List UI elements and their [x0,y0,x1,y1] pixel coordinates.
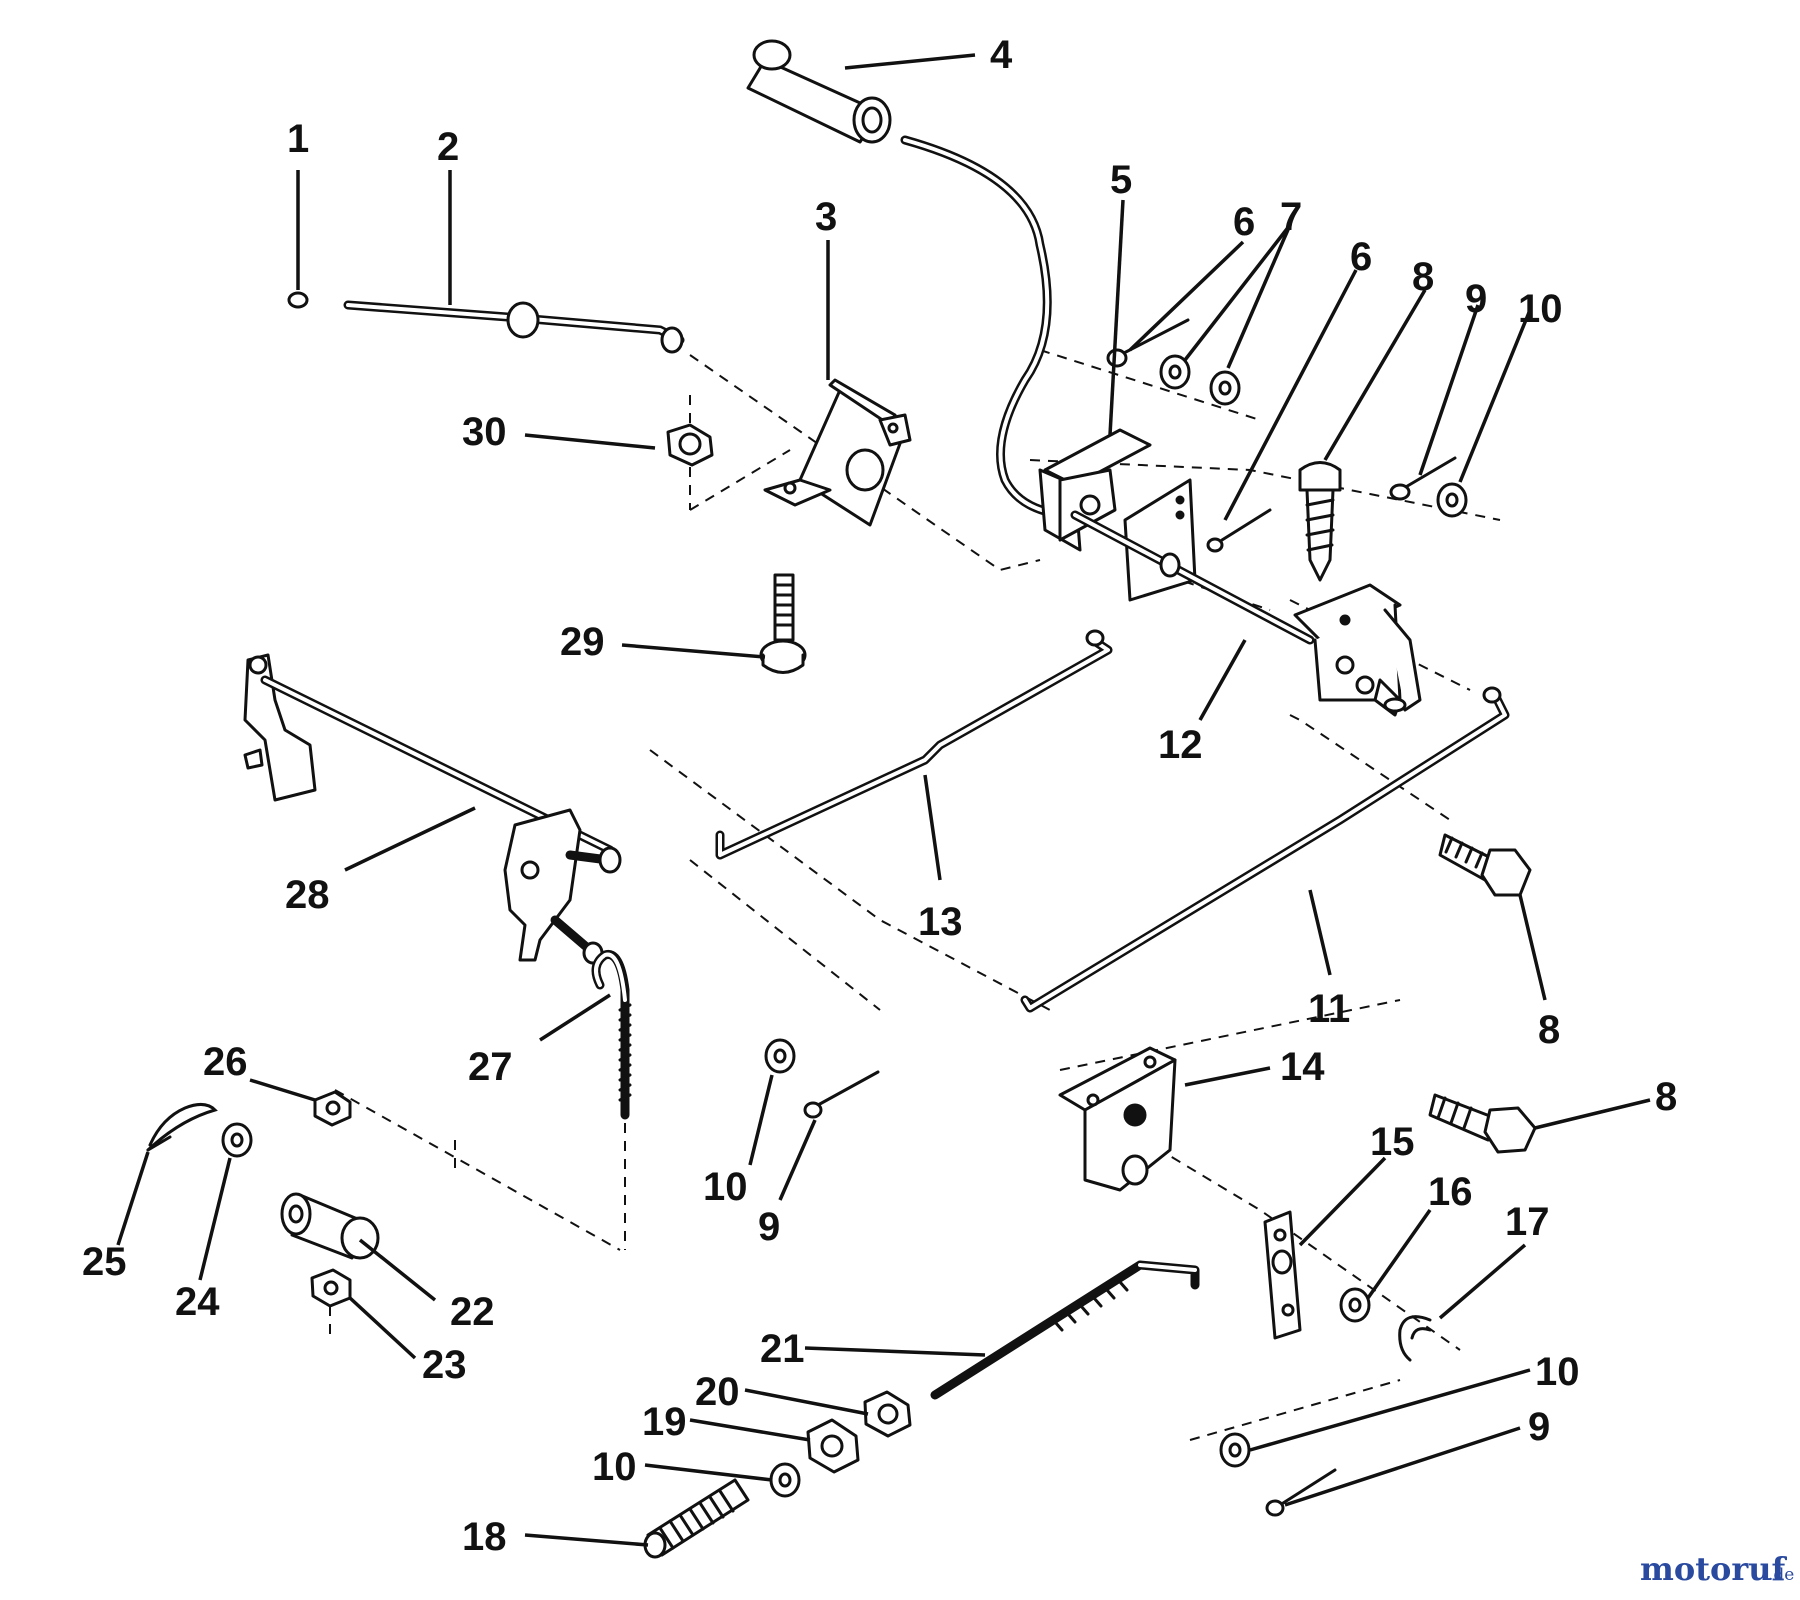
callout-8: 8 [1538,1008,1560,1052]
nuts-19-20 [769,1390,912,1498]
threaded-rod-21 [930,1260,1200,1400]
callout-20: 20 [695,1370,740,1414]
callout-13: 13 [918,900,963,944]
callout-18: 18 [462,1515,507,1559]
control-rod [343,300,685,354]
callout-28: 28 [285,873,330,917]
bolt-8-middle [1438,833,1532,897]
callout-12: 12 [1158,723,1203,767]
callout-9: 9 [1465,277,1487,321]
bolt-8-top [1298,461,1342,582]
link-rod-11 [1020,686,1510,1013]
callout-7: 7 [1280,195,1302,239]
watermark: motoruf .de [1640,1550,1794,1588]
washer-pins-bottom [1219,1432,1337,1517]
clip-part-1 [287,291,309,309]
callout-29: 29 [560,620,605,664]
callout-19: 19 [642,1400,687,1444]
callout-10: 10 [592,1445,637,1489]
plate-15 [1263,1210,1302,1340]
callout-10: 10 [1518,287,1563,331]
callout-22: 22 [450,1290,495,1334]
callout-8: 8 [1655,1075,1677,1119]
bolt-8-lower [1428,1093,1537,1154]
callout-6: 6 [1350,235,1372,279]
callout-4: 4 [990,33,1013,77]
callout-14: 14 [1280,1045,1325,1089]
lift-handle-rod [900,135,1070,520]
callout-16: 16 [1428,1170,1473,1214]
hook-rod [591,950,632,1120]
callout-26: 26 [203,1040,248,1084]
watermark-suffix: .de [1768,1565,1794,1585]
callout-17: 17 [1505,1200,1550,1244]
hex-nut [666,423,714,467]
callout-23: 23 [422,1343,467,1387]
callout-2: 2 [437,125,459,169]
shoulder-bolt [759,573,807,674]
callout-10: 10 [1535,1350,1580,1394]
lift-shaft-assembly [1038,428,1422,717]
callout-8: 8 [1412,255,1434,299]
callout-24: 24 [175,1280,220,1324]
callout-6: 6 [1233,200,1255,244]
cross-shaft [243,653,622,965]
callout-21: 21 [760,1327,805,1371]
callout-3: 3 [815,195,837,239]
washer-pins-top [1106,318,1468,553]
handle-grip [746,39,892,144]
callout-1: 1 [287,117,309,161]
leader-lines [116,53,1651,1547]
mounting-bracket [763,378,912,527]
bracket-14 [1058,1046,1177,1192]
compression-spring [643,1478,750,1559]
callout-30: 30 [462,410,507,454]
callout-9: 9 [1528,1405,1550,1449]
pivot-hardware [146,1090,380,1308]
callout-27: 27 [468,1045,513,1089]
callout-10: 10 [703,1165,748,1209]
callout-15: 15 [1370,1120,1415,1164]
link-rod-13 [715,629,1113,860]
callout-labels: 1 2 3 4 5 6 7 6 8 9 10 30 29 12 28 13 11… [82,33,1677,1559]
washer-clip-16-17 [1339,1287,1432,1362]
callout-11: 11 [1308,987,1350,1031]
watermark-text: motoruf [1640,1550,1787,1588]
callout-9: 9 [758,1205,780,1249]
callout-5: 5 [1110,158,1132,202]
washer-pins-middle [764,1038,880,1119]
callout-25: 25 [82,1240,127,1284]
